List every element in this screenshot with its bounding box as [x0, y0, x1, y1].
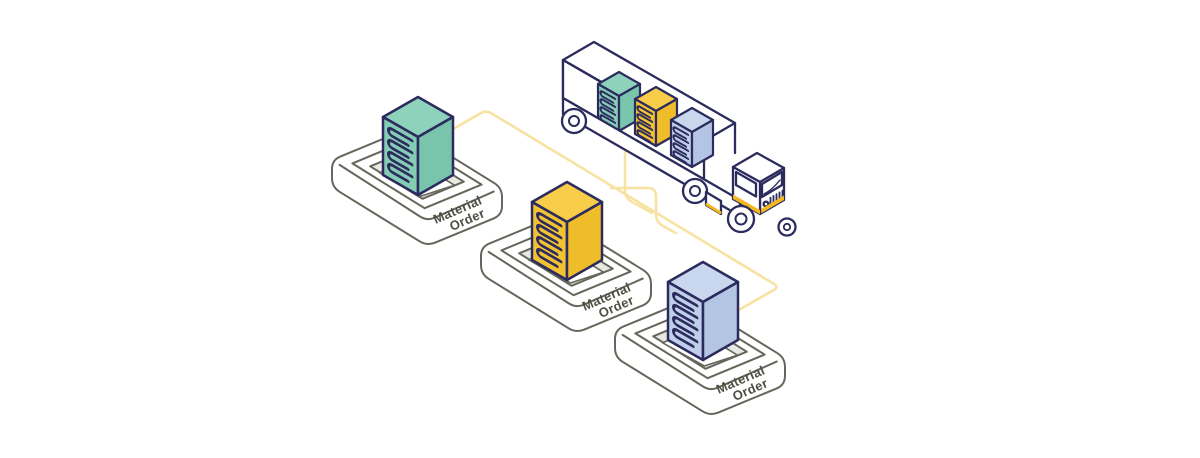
delivery-truck: [560, 40, 797, 237]
windshield: [760, 170, 784, 199]
route-line-branch: [609, 186, 678, 235]
material-order-platform-1: Material Order: [331, 95, 503, 246]
route-line-truck-drop: [623, 126, 654, 215]
cab-side-stripe: [733, 194, 760, 215]
fuel-tank: [704, 190, 723, 216]
truck-cargo-box-blue: [669, 106, 715, 169]
truck-cab: [726, 151, 797, 237]
cargo-box-teal: [381, 95, 455, 197]
cab-side-window: [734, 170, 758, 198]
windshield-reflection: [763, 179, 781, 195]
cargo-box-blue: [666, 260, 740, 362]
fuel-tank-stripe: [705, 203, 722, 214]
cargo-box-yellow: [530, 180, 604, 282]
cab-wheel: [726, 204, 756, 234]
cab-front-stripe: [760, 195, 784, 214]
grille-icon: [769, 189, 784, 205]
rear-wheel: [560, 107, 588, 135]
route-line-main: [446, 110, 778, 325]
route-lines: [446, 110, 778, 325]
material-order-platform-2: Material Order: [480, 180, 652, 333]
middle-wheel: [681, 177, 709, 205]
material-order-platform-3: Material Order: [614, 260, 786, 416]
front-wheel: [777, 217, 797, 237]
